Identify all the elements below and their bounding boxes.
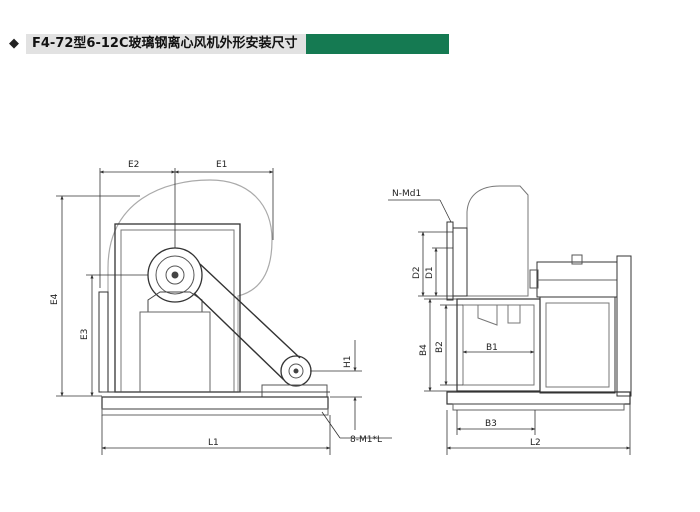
dim-b2: B2 xyxy=(435,341,445,353)
side-dimensions xyxy=(388,199,631,455)
v-belt xyxy=(199,263,301,359)
motor-frame xyxy=(114,223,241,393)
dim-l1: L1 xyxy=(208,438,219,448)
dim-b3: B3 xyxy=(485,419,497,429)
fan-housing-top xyxy=(466,185,529,297)
accent-bar xyxy=(306,34,449,54)
title-bar: F4-72型6-12C玻璃钢离心风机外形安装尺寸 xyxy=(26,34,306,54)
side-dim-labels: N-Md1 D2 D1 B4 B2 B1 B3 L2 xyxy=(392,189,541,448)
dim-e1: E1 xyxy=(216,160,227,170)
side-view xyxy=(446,185,632,411)
dim-n-md1: N-Md1 xyxy=(392,189,421,199)
side-base-plate xyxy=(446,391,631,405)
dim-e4: E4 xyxy=(50,293,60,305)
outlet-flange xyxy=(98,291,109,393)
dim-d2: D2 xyxy=(412,266,422,279)
bullet-diamond-icon: ◆ xyxy=(9,36,19,51)
front-view xyxy=(98,179,330,416)
page-title: F4-72型6-12C玻璃钢离心风机外形安装尺寸 xyxy=(32,36,298,51)
fan-volute-casing xyxy=(107,179,273,393)
pulley-disc xyxy=(616,255,632,397)
housing-box xyxy=(456,298,541,392)
motor-box xyxy=(539,296,616,394)
dim-d1: D1 xyxy=(425,266,435,279)
front-dim-labels: E2 E1 E4 E3 H1 L1 8-M1*L xyxy=(50,160,382,448)
section-header: ◆ F4-72型6-12C玻璃钢离心风机外形安装尺寸 xyxy=(0,34,700,54)
base-plate xyxy=(101,396,329,410)
dim-e2: E2 xyxy=(128,160,139,170)
inlet-flange xyxy=(446,221,454,301)
dim-b4: B4 xyxy=(419,344,429,356)
dim-b1: B1 xyxy=(486,343,498,353)
dim-e3: E3 xyxy=(80,329,90,340)
dim-h1: H1 xyxy=(343,356,353,369)
dim-l2: L2 xyxy=(530,438,541,448)
front-dimensions xyxy=(56,168,392,455)
dim-bolts: 8-M1*L xyxy=(350,435,382,445)
